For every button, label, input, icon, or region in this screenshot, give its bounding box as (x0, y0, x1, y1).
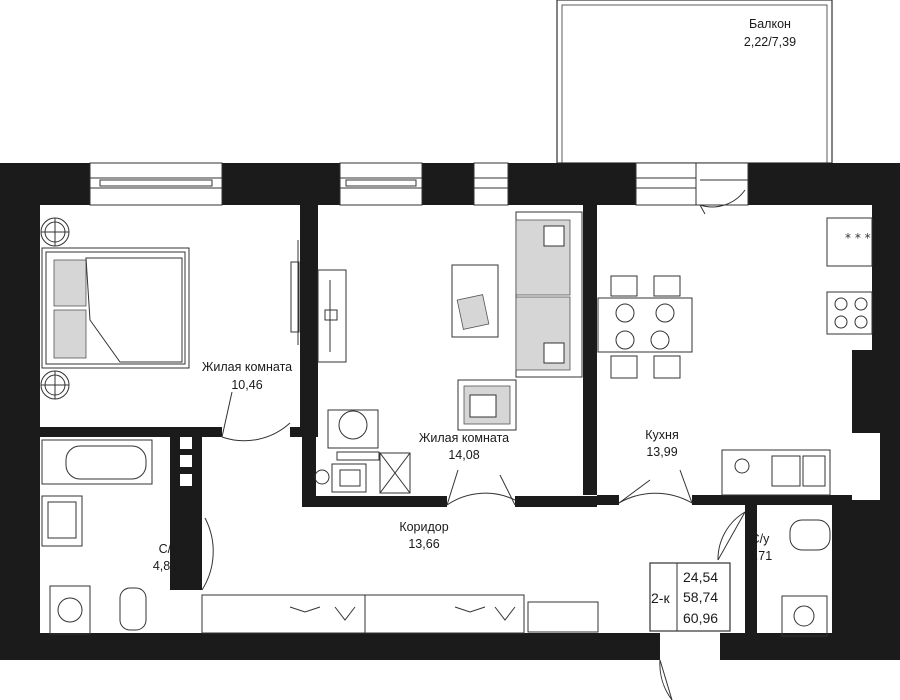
bedroom-label: Жилая комната (202, 360, 292, 374)
svg-text:* * *: * * * (845, 231, 871, 245)
bathroom-area: 4,84 (153, 559, 177, 573)
apartment-type: 2-к (651, 590, 670, 606)
interior-walls (40, 205, 852, 633)
total-area-value: 60,96 (683, 610, 718, 626)
corridor-label: Коридор (399, 520, 448, 534)
kitchen-area: 13,99 (646, 445, 677, 459)
bedroom-area: 10,46 (231, 378, 262, 392)
bathroom-label: С/у (159, 542, 179, 556)
corridor-area: 13,66 (408, 537, 439, 551)
living-furniture (314, 211, 583, 494)
toilet-area: 1,71 (748, 549, 772, 563)
bathroom-fixtures (41, 439, 831, 637)
balcony-area: 2,22/7,39 (744, 35, 796, 49)
balcony-label: Балкон (749, 17, 791, 31)
living-room-area: 14,08 (448, 448, 479, 462)
door-swings (201, 391, 746, 700)
kitchen-furniture: * * * (597, 217, 873, 496)
bedroom-furniture (40, 217, 300, 400)
useful-area-value: 58,74 (683, 589, 718, 605)
kitchen-label: Кухня (645, 428, 678, 442)
living-room-label: Жилая комната (419, 431, 509, 445)
summary-box: 2-к 24,54 58,74 60,96 (649, 562, 731, 632)
windows (89, 162, 749, 215)
living-area-value: 24,54 (683, 569, 718, 585)
toilet-label: С/у (751, 532, 771, 546)
corridor-wardrobe (201, 594, 599, 634)
outer-walls (0, 163, 900, 660)
